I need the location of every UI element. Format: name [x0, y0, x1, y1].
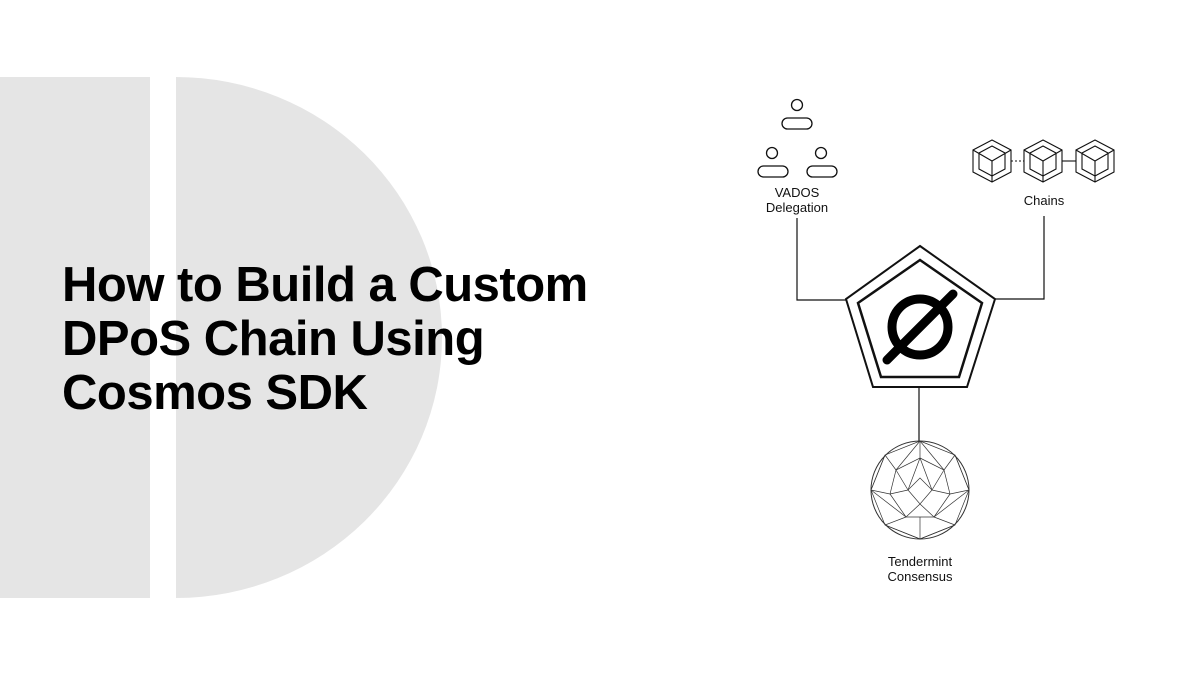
cube-icon: [1075, 139, 1115, 183]
background-half-disc: [176, 77, 443, 598]
page-title: How to Build a Custom DPoS Chain Using C…: [62, 258, 662, 420]
consensus-label: Tendermint Consensus: [860, 554, 980, 584]
title-line-1: How to Build a Custom: [62, 258, 588, 312]
connector-delegation: [796, 218, 847, 301]
people-group-icon: [757, 98, 838, 178]
chains-label: Chains: [994, 193, 1094, 208]
title-line-2: DPoS Chain Using: [62, 312, 485, 366]
delegation-label-line-1: VADOS: [774, 185, 820, 200]
connector-lines: [796, 216, 1045, 442]
consensus-label-line-1: Tendermint: [887, 554, 953, 569]
chains-label-line-1: Chains: [1023, 193, 1065, 208]
consensus-label-line-2: Consensus: [887, 569, 953, 584]
title-line-3: Cosmos SDK: [62, 366, 368, 420]
delegation-label-line-2: Delegation: [765, 200, 829, 215]
linked-cubes-icon: [972, 139, 1115, 183]
cube-icon: [972, 139, 1012, 183]
cube-icon: [1023, 139, 1063, 183]
connector-chains: [994, 216, 1045, 300]
null-symbol-pentagon-icon: [844, 244, 997, 388]
delegation-label: VADOS Delegation: [747, 185, 847, 215]
geodesic-sphere-icon: [870, 440, 970, 540]
background-bar: [0, 77, 150, 598]
